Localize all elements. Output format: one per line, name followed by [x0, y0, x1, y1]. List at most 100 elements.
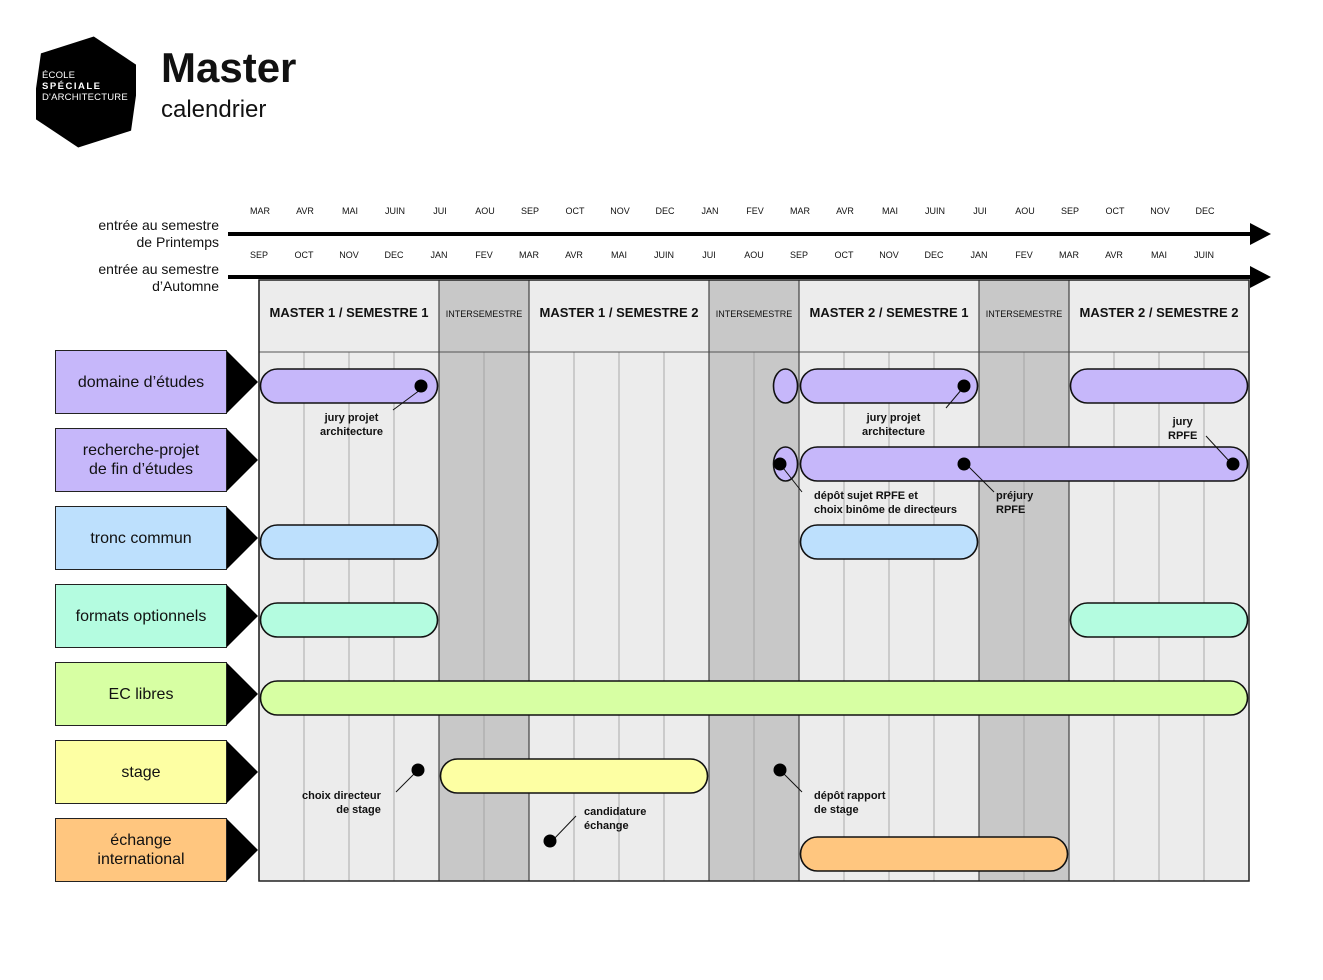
logo-line-2: SPÉCIALE [42, 81, 102, 92]
autumn-month-label-20: MAI [1151, 250, 1167, 260]
row-arrow-4 [226, 662, 258, 726]
milestone-dot-3 [773, 457, 787, 471]
logo-text: ÉCOLE SPÉCIALE D'ARCHITECTURE [42, 70, 132, 103]
bar-row3-9 [1069, 602, 1249, 638]
spring-month-label-20: NOV [1150, 206, 1170, 216]
school-logo [32, 36, 140, 148]
annotation-line: candidature [584, 806, 647, 818]
row-label-5: stage [55, 740, 227, 804]
bar-row0-3 [1069, 368, 1249, 404]
spring-timeline-arrow-head [1250, 223, 1271, 245]
row-arrow-0 [226, 350, 258, 414]
autumn-timeline-arrow-head [1250, 266, 1271, 288]
spring-month-label-11: FEV [746, 206, 764, 216]
row-label-text: stage [121, 763, 160, 782]
annotation-line: choix binôme de directeurs [814, 504, 958, 516]
row-arrow-6 [226, 818, 258, 882]
spring-month-label-7: OCT [566, 206, 586, 216]
spring-month-label-2: MAI [342, 206, 358, 216]
spring-month-label-1: AVR [296, 206, 314, 216]
autumn-month-label-21: JUIN [1194, 250, 1214, 260]
spring-month-label-4: JUI [433, 206, 447, 216]
milestone-dot-4 [957, 457, 971, 471]
row-label-text: domaine d’études [78, 373, 204, 392]
milestone-dot-1 [957, 379, 971, 393]
period-label-5: INTERSEMESTRE [986, 309, 1063, 319]
bar-row3-8 [259, 602, 439, 638]
bar-row0-1 [772, 368, 799, 404]
autumn-month-label-10: JUI [702, 250, 716, 260]
autumn-month-label-16: JAN [970, 250, 987, 260]
row-label-line: de fin d’études [88, 461, 194, 478]
row-label-3: formats optionnels [55, 584, 227, 648]
row-label-line: tronc commun [90, 529, 192, 547]
annotation-line: architecture [862, 426, 925, 438]
leader-line-7 [551, 815, 577, 842]
row-label-line: échange [110, 832, 172, 849]
spring-month-label-5: AOU [475, 206, 495, 216]
period-label-0: MASTER 1 / SEMESTRE 1 [270, 305, 429, 320]
annotation-line: jury projet [324, 412, 379, 424]
row-arrow-2 [226, 506, 258, 570]
row-label-text: recherche-projet de fin d’études [83, 441, 200, 479]
spring-month-label-13: AVR [836, 206, 854, 216]
row-label-line: international [97, 851, 185, 868]
milestone-dot-7 [543, 834, 557, 848]
annotation-line: dépôt sujet RPFE et [814, 490, 918, 502]
milestone-dot-5 [411, 763, 425, 777]
annotation-line: échange [584, 820, 629, 832]
period-label-2: MASTER 1 / SEMESTRE 2 [540, 305, 699, 320]
spring-month-label-6: SEP [521, 206, 539, 216]
autumn-entry-line-1: entrée au semestre [98, 261, 219, 277]
autumn-month-label-19: AVR [1105, 250, 1123, 260]
row-label-2: tronc commun [55, 506, 227, 570]
spring-month-label-18: SEP [1061, 206, 1079, 216]
autumn-month-label-2: NOV [339, 250, 359, 260]
annotation-line: RPFE [1168, 430, 1198, 442]
autumn-month-label-7: AVR [565, 250, 583, 260]
autumn-month-label-15: DEC [924, 250, 944, 260]
row-arrow-5 [226, 740, 258, 804]
leader-line-2 [1205, 435, 1231, 463]
spring-month-label-8: NOV [610, 206, 630, 216]
annotation-line: dépôt rapport [814, 790, 886, 802]
autumn-month-label-3: DEC [384, 250, 404, 260]
row-label-line: recherche-projet [82, 442, 200, 459]
autumn-entry-label: entrée au semestre d’Automne [19, 261, 219, 295]
autumn-month-label-4: JAN [430, 250, 447, 260]
page-subtitle: calendrier [161, 96, 267, 123]
milestone-annotation-3: dépôt sujet RPFE et choix binôme de direc… [814, 489, 957, 517]
spring-month-label-14: MAI [882, 206, 898, 216]
annotation-line: jury projet [866, 412, 921, 424]
hexagon-logo-icon [32, 36, 140, 148]
row-label-line: EC libres [108, 685, 174, 703]
leader-line-4 [965, 463, 995, 493]
spring-month-label-10: JAN [701, 206, 718, 216]
row-label-text: échange international [97, 831, 184, 869]
autumn-entry-line-2: d’Automne [152, 278, 219, 294]
spring-month-label-21: DEC [1195, 206, 1215, 216]
spring-month-label-17: AOU [1015, 206, 1035, 216]
bar-row1-5 [799, 446, 1249, 482]
annotation-line: architecture [320, 426, 383, 438]
bar-row0-2 [799, 368, 979, 404]
autumn-month-label-8: MAI [611, 250, 627, 260]
row-label-6: échange international [55, 818, 227, 882]
row-label-0: domaine d’études [55, 350, 227, 414]
spring-month-label-9: DEC [655, 206, 675, 216]
bar-row2-7 [799, 524, 979, 560]
milestone-annotation-1: jury projet architecture [862, 411, 925, 439]
autumn-month-label-9: JUIN [654, 250, 674, 260]
spring-month-label-15: JUIN [925, 206, 945, 216]
annotation-line: RPFE [996, 504, 1026, 516]
autumn-month-label-18: MAR [1059, 250, 1080, 260]
autumn-month-label-12: SEP [790, 250, 808, 260]
spring-month-label-12: MAR [790, 206, 811, 216]
bar-row6-12 [799, 836, 1069, 872]
spring-month-label-16: JUI [973, 206, 987, 216]
